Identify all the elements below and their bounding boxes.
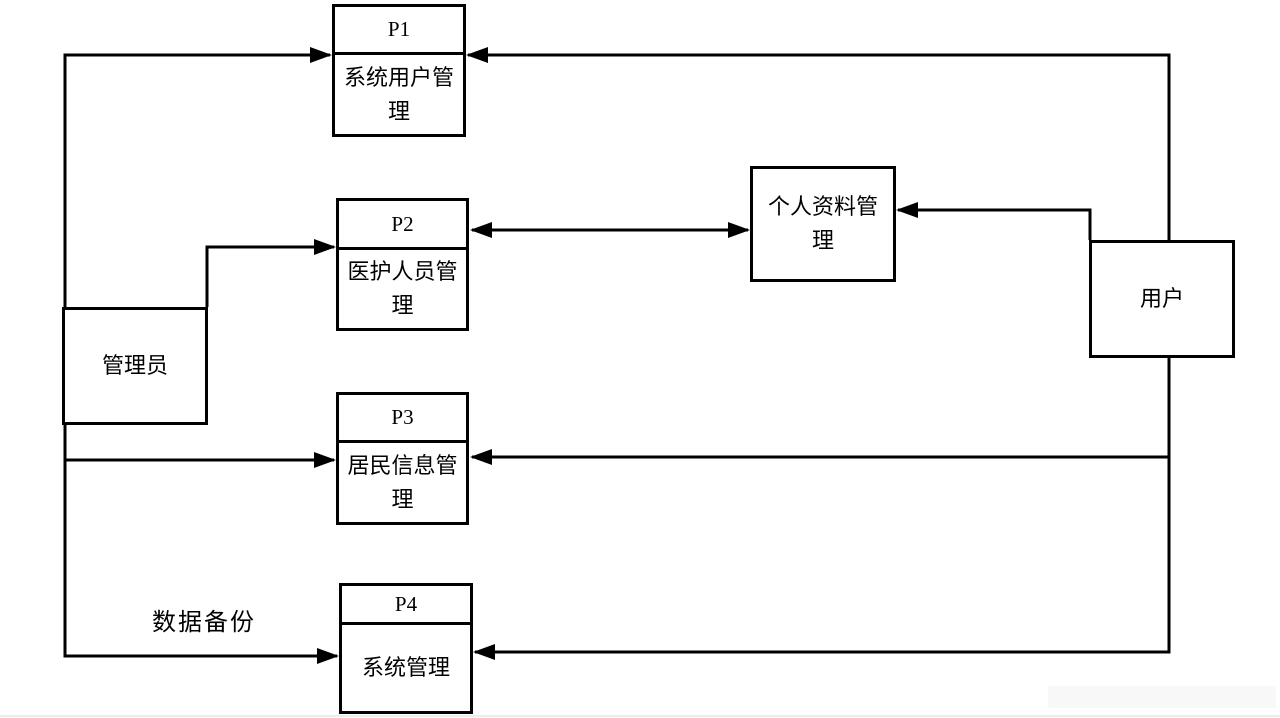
edge-user-riser-to-p4	[475, 357, 1171, 654]
entity-box-user: 用户	[1089, 240, 1235, 358]
process-p4-id-label: P4	[394, 591, 418, 616]
arrowhead-into-p3-left	[314, 452, 336, 468]
flow-label-data-backup: 数据备份	[144, 602, 264, 637]
process-box-p1: P1 系统用户管理	[332, 4, 466, 137]
process-p1-name-label: 系统用户管理	[343, 64, 454, 124]
process-box-p4: P4 系统管理	[339, 583, 473, 714]
process-p1-name: 系统用户管理	[335, 55, 463, 134]
process-p4-name-label: 系统管理	[361, 655, 450, 680]
process-p1-id: P1	[335, 7, 463, 55]
watermark-strip	[1048, 686, 1276, 708]
process-p2-id: P2	[339, 201, 466, 250]
process-p3-name-label: 居民信息管理	[347, 452, 458, 512]
node-personal-profile: 个人资料管理	[750, 166, 896, 282]
arrowhead-into-personal-left	[728, 222, 750, 238]
edge-user-to-p1	[468, 53, 1171, 240]
node-personal-profile-label: 个人资料管理	[767, 194, 878, 253]
entity-admin-label: 管理员	[101, 353, 168, 378]
process-box-p2: P2 医护人员管理	[336, 198, 469, 331]
edge-user-to-personal	[898, 208, 1092, 240]
arrowhead-into-p4-left	[317, 648, 339, 664]
process-p1-id-label: P1	[387, 17, 411, 41]
process-p4-id: P4	[342, 586, 470, 625]
arrowhead-into-p4-right	[473, 644, 495, 660]
arrowhead-into-p2-right	[470, 222, 492, 238]
arrowhead-into-p1-left	[310, 47, 332, 63]
arrowhead-into-p2-left	[314, 239, 336, 255]
arrowhead-into-p3-right	[470, 449, 492, 465]
process-p3-id-label: P3	[391, 405, 414, 429]
process-p3-id: P3	[339, 395, 466, 443]
edge-admin-riser-to-p4	[63, 424, 337, 658]
process-p2-id-label: P2	[391, 211, 414, 236]
process-p3-name: 居民信息管理	[339, 443, 466, 522]
process-p4-name: 系统管理	[342, 625, 470, 711]
entity-user-label: 用户	[1139, 286, 1184, 311]
process-p2-name: 医护人员管理	[339, 250, 466, 328]
process-p2-name-label: 医护人员管理	[347, 259, 458, 318]
edge-admin-to-p1	[63, 53, 330, 307]
process-box-p3: P3 居民信息管理	[336, 392, 469, 525]
flow-label-data-backup-text: 数据备份	[152, 610, 256, 636]
arrowhead-into-personal-right	[896, 202, 918, 218]
arrowhead-into-p1-right	[466, 47, 488, 63]
edge-admin-to-p2	[205, 245, 334, 307]
entity-box-admin: 管理员	[62, 307, 208, 425]
page-bottom-rule	[0, 715, 1280, 717]
